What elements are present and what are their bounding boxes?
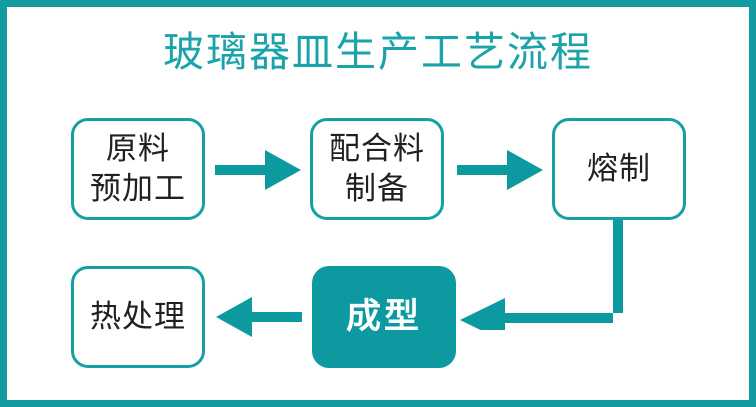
frame-border-bottom xyxy=(0,400,756,407)
flow-node-forming[interactable]: 成型 xyxy=(312,266,456,368)
arrow-batch-prep-to-melting xyxy=(457,150,543,190)
flow-node-label-line: 配合料 xyxy=(329,131,425,167)
flow-node-label-line: 成型 xyxy=(345,297,422,337)
flow-node-label-line: 预加工 xyxy=(90,171,186,207)
flow-node-raw-material[interactable]: 原料 预加工 xyxy=(71,118,205,220)
flow-node-label-line: 熔制 xyxy=(587,151,651,187)
frame-border-right xyxy=(749,0,756,407)
flow-node-melting[interactable]: 熔制 xyxy=(552,118,686,220)
frame-border-top xyxy=(0,0,756,7)
arrow-raw-material-to-batch-prep xyxy=(215,150,301,190)
arrow-forming-to-heat-treatment xyxy=(216,297,302,337)
arrow-melting-to-forming xyxy=(460,220,623,330)
flow-node-label-line: 原料 xyxy=(106,131,170,167)
page-title: 玻璃器皿生产工艺流程 xyxy=(163,28,593,76)
flow-node-label-line: 热处理 xyxy=(90,299,186,335)
flow-node-batch-prep[interactable]: 配合料 制备 xyxy=(310,118,444,220)
flow-node-label-line: 制备 xyxy=(345,171,409,207)
flow-node-heat-treatment[interactable]: 热处理 xyxy=(71,266,205,368)
frame-border-left xyxy=(0,0,7,407)
